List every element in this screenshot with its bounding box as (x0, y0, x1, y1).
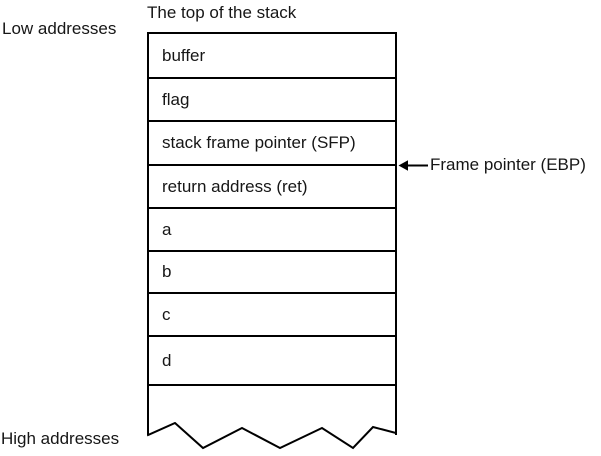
top-of-stack-label: The top of the stack (147, 3, 297, 22)
stack-row-buffer: buffer (149, 34, 395, 79)
stack-row-sfp: stack frame pointer (SFP) (149, 122, 395, 166)
stack-row-flag: flag (149, 79, 395, 122)
high-addresses-label: High addresses (1, 429, 120, 448)
row-label: a (162, 219, 172, 239)
stack-row-d: d (149, 337, 395, 386)
stack-box: buffer flag stack frame pointer (SFP) re… (147, 32, 397, 456)
row-label: flag (162, 89, 190, 109)
row-label: d (162, 350, 172, 370)
torn-edge-zigzag-icon (147, 422, 397, 450)
frame-pointer-arrow-icon (398, 160, 428, 171)
stack-row-a: a (149, 209, 395, 252)
stack-row-c: c (149, 294, 395, 337)
stack-row-ret: return address (ret) (149, 166, 395, 209)
frame-pointer-label: Frame pointer (EBP) (430, 155, 586, 174)
row-label: return address (ret) (162, 176, 308, 196)
stack-row-b: b (149, 252, 395, 294)
stack-open-region (147, 386, 397, 435)
row-label: b (162, 262, 172, 281)
row-label: stack frame pointer (SFP) (162, 133, 356, 152)
row-label: buffer (162, 45, 206, 65)
row-label: c (162, 304, 171, 324)
stack-rows: buffer flag stack frame pointer (SFP) re… (147, 32, 397, 386)
low-addresses-label: Low addresses (2, 19, 117, 38)
